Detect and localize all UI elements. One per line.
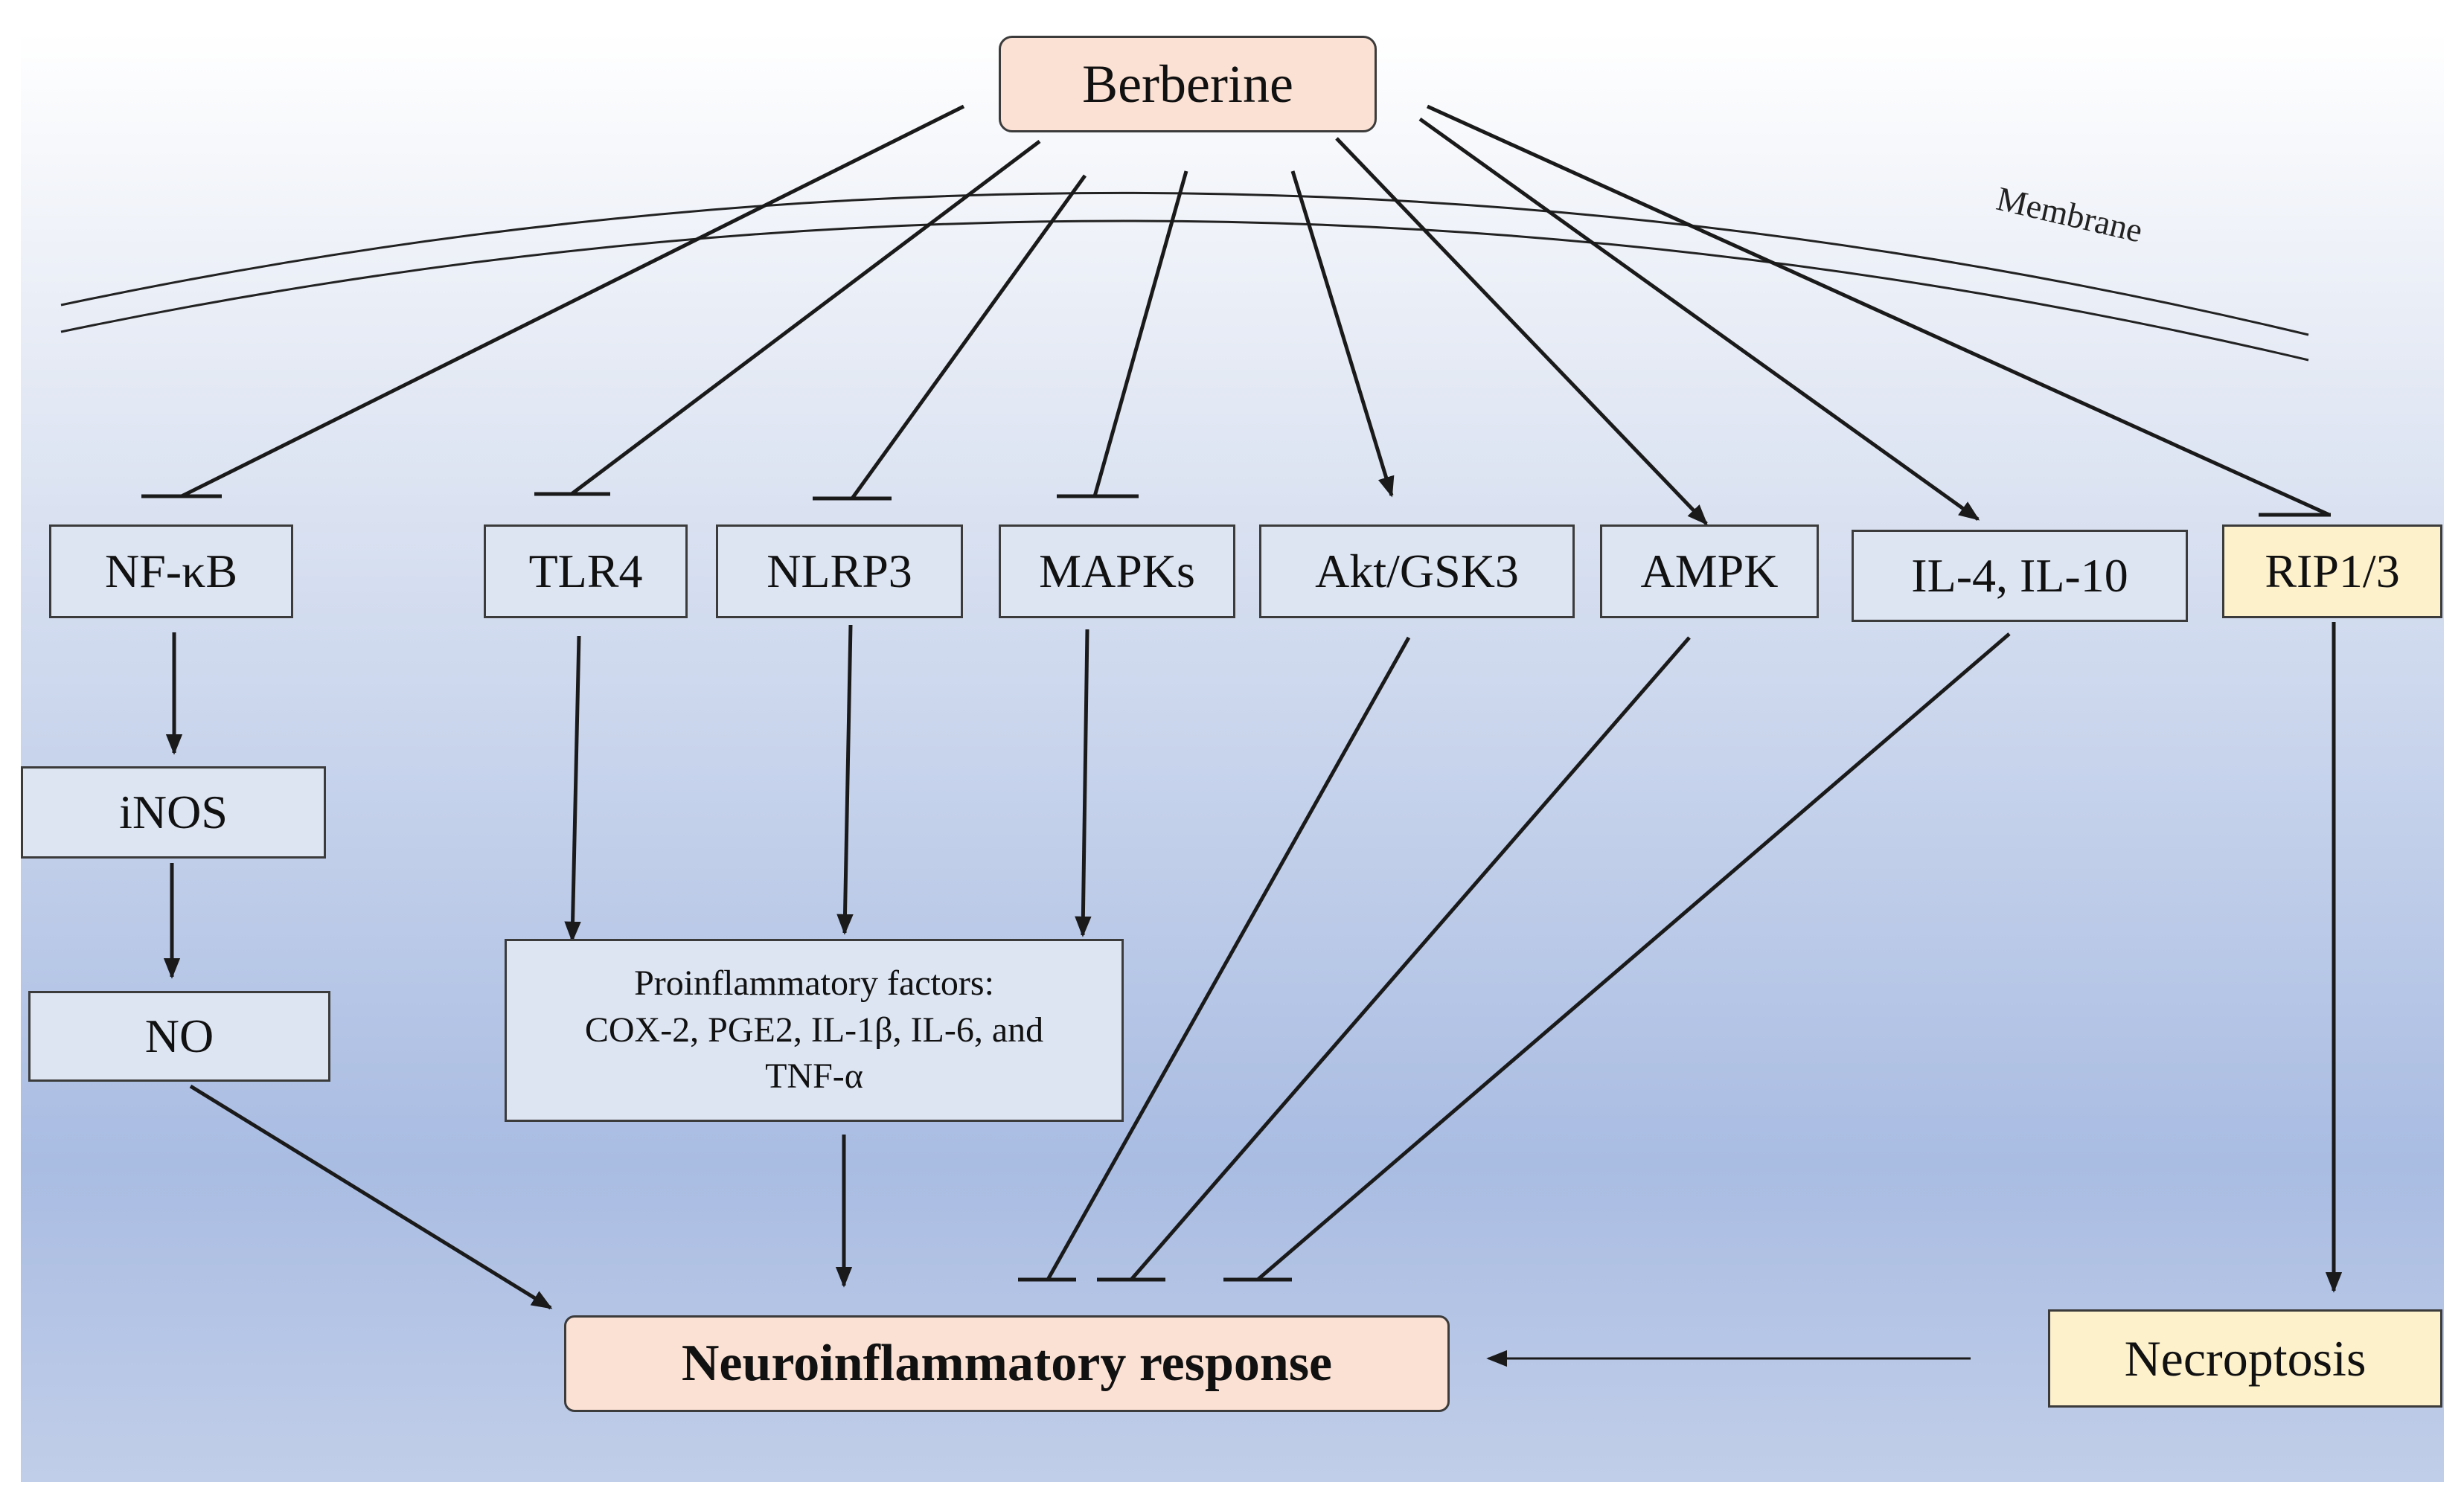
edge-berberine-tlr4 xyxy=(570,140,1041,495)
mapks-node: MAPKs xyxy=(999,524,1235,618)
edge-berberine-akt xyxy=(1290,170,1395,498)
il4-il10-node: IL-4, IL-10 xyxy=(1852,530,2188,622)
factors-line-3: TNF-α xyxy=(765,1056,863,1097)
inos-node: iNOS xyxy=(21,766,326,859)
edge-il-response xyxy=(1256,632,2011,1281)
no-node: NO xyxy=(28,991,330,1082)
berberine-node: Berberine xyxy=(999,36,1377,132)
factors-line-2: COX-2, PGE2, IL-1β, IL-6, and xyxy=(584,1010,1044,1050)
edge-berberine-rip xyxy=(1426,104,2331,517)
edge-ampk-response xyxy=(1130,636,1691,1281)
edge-nlrp3-factors xyxy=(836,624,854,935)
neuroinflammatory-response-node: Neuroinflammatory response xyxy=(564,1315,1450,1412)
necroptosis-node: Necroptosis xyxy=(2048,1309,2442,1408)
factors-line-1: Proinflammatory factors: xyxy=(634,963,994,1004)
membrane-inner-line xyxy=(60,219,2309,362)
background-panel xyxy=(21,33,2444,1482)
edge-tlr4-factors xyxy=(564,635,581,943)
edge-akt-response xyxy=(1046,636,1411,1281)
edge-berberine-mapks xyxy=(1092,170,1188,497)
nlrp3-node: NLRP3 xyxy=(716,524,963,618)
edge-mapks-factors xyxy=(1075,629,1092,937)
proinflammatory-factors-node: Proinflammatory factors: COX-2, PGE2, IL… xyxy=(505,939,1124,1122)
rip13-node: RIP1/3 xyxy=(2222,524,2442,618)
nfkb-node: NF-κB xyxy=(49,524,293,618)
edge-berberine-il xyxy=(1418,117,1980,522)
edge-berberine-ampk xyxy=(1335,137,1708,526)
membrane-outer-line xyxy=(60,191,2309,336)
ampk-node: AMPK xyxy=(1600,524,1819,618)
akt-gsk3-node: Akt/GSK3 xyxy=(1259,524,1575,618)
tlr4-node: TLR4 xyxy=(484,524,688,618)
edge-no-response xyxy=(189,1084,553,1310)
edge-berberine-nlrp3 xyxy=(850,174,1087,500)
edge-berberine-nfkb xyxy=(180,104,965,498)
